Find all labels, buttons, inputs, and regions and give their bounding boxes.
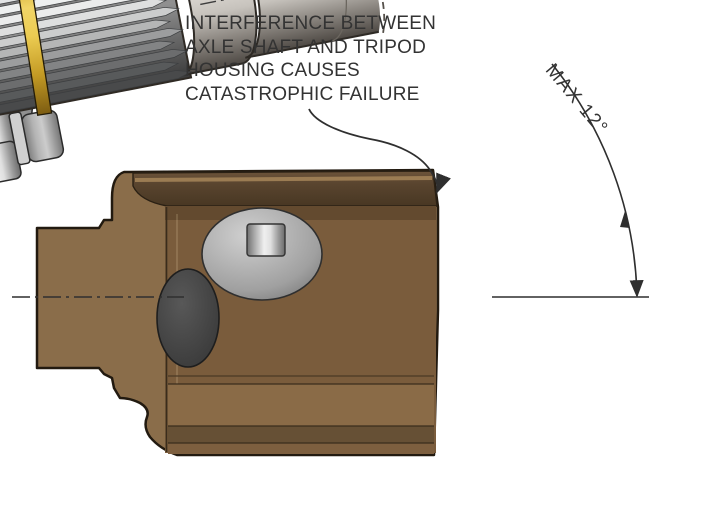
housing-top-wall-highlight [134,176,433,182]
spline-ridge [0,0,176,54]
retaining-ring-right [12,0,53,116]
left-tripod-roller-shadowed [156,268,220,368]
spline-ridge [0,28,185,96]
failure-callout-text: INTERFERENCE BETWEEN AXLE SHAFT AND TRIP… [185,12,436,106]
callout-leader-line [308,108,451,194]
spline-ridge [0,7,180,75]
spline-ridge [0,19,172,83]
angle-arc-upper-arrowhead [620,211,630,228]
cavity-floor-grooves [168,375,434,454]
shaft-collar [158,0,258,76]
callout-line-1: INTERFERENCE BETWEEN [185,13,437,34]
shaft-break-line [361,0,386,34]
spline-ridge [0,0,164,41]
tripod-joint-internals [156,207,323,368]
callout-line-3: HOUSING CAUSES [185,60,360,81]
spline-ridge [0,61,180,125]
angle-dimension-arc [551,63,644,298]
upper-trunnion-post [246,223,286,257]
shaft-smooth-section [222,0,380,58]
spline-ridge [0,0,168,62]
shaft-outline [221,0,379,59]
callout-line-2: AXLE SHAFT AND TRIPOD [185,36,427,58]
spline-ridge [0,70,193,138]
callout-line-4: CATASTROPHIC FAILURE [185,83,420,105]
spline-ridge [0,49,189,117]
shaft-surface-line [308,0,347,42]
axle-shaft [0,0,386,187]
spline-ridge [0,40,176,104]
spline-teeth [0,0,193,138]
housing-top-wall [132,170,438,207]
dimension-annotations [12,63,649,298]
